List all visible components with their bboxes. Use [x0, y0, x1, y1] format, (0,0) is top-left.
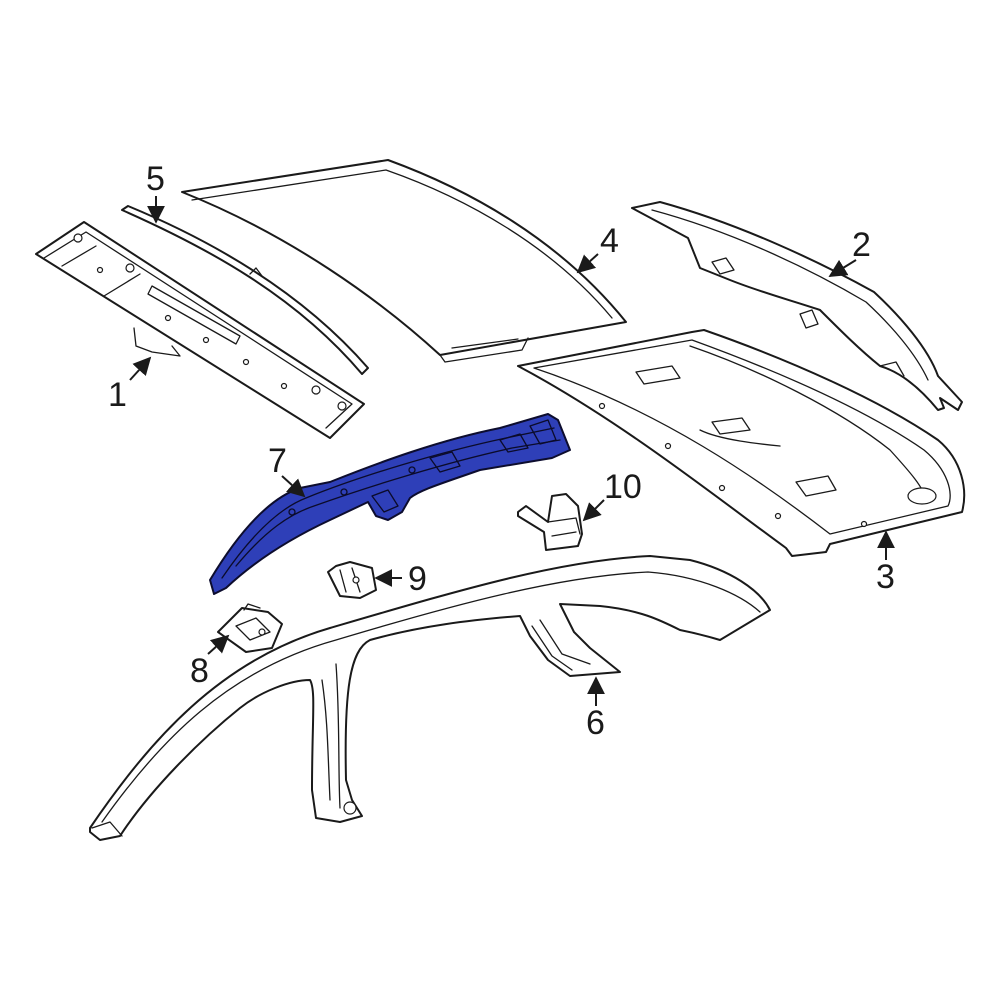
- callout-4: 4: [600, 222, 619, 260]
- callout-3: 3: [876, 558, 895, 596]
- callout-10: 10: [604, 468, 642, 506]
- part-3-rear-roof-panel[interactable]: [517, 329, 966, 557]
- part-2-rear-upper-panel[interactable]: [631, 201, 963, 411]
- part-1-front-header-panel[interactable]: [35, 221, 365, 439]
- part-4-roof-panel[interactable]: [181, 159, 627, 363]
- callout-labels: 1 2 3 4 5 6 7 8 9 10: [108, 160, 895, 742]
- part-5-roof-molding[interactable]: [121, 205, 369, 375]
- callout-7: 7: [268, 442, 287, 480]
- callout-9: 9: [408, 560, 427, 598]
- callout-6: 6: [586, 704, 605, 742]
- callout-1: 1: [108, 376, 127, 414]
- part-7-roof-rail-highlighted[interactable]: [209, 413, 571, 595]
- part-9-clip[interactable]: [327, 561, 377, 599]
- part-8-hinge-bracket[interactable]: [217, 603, 283, 653]
- part-10-bracket[interactable]: [517, 493, 583, 551]
- callout-5: 5: [146, 160, 165, 198]
- callout-2: 2: [852, 226, 871, 264]
- callout-leaders: [129, 196, 895, 706]
- part-6-body-side-frame[interactable]: [89, 555, 771, 841]
- callout-8: 8: [190, 652, 209, 690]
